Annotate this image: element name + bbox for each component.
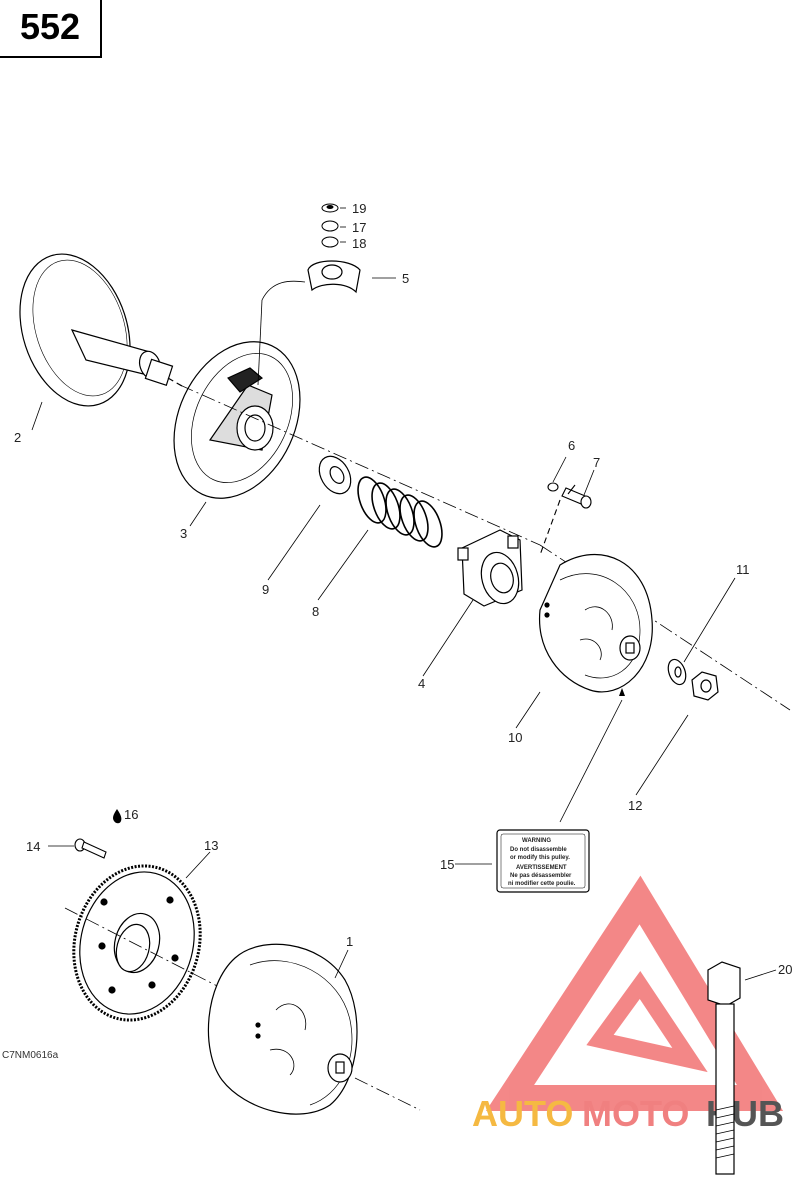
part-14-screw xyxy=(74,838,107,859)
page-number-box: 552 xyxy=(0,0,102,58)
warning-line-5: Ne pas désassembler xyxy=(510,873,572,879)
part-10-sheave-cover xyxy=(538,553,653,693)
part-4-cam xyxy=(457,529,523,607)
part-20-bolt xyxy=(707,961,741,1175)
leader-lines xyxy=(31,207,777,981)
callout-15: 15 xyxy=(440,857,454,872)
warning-line-3: or modify this pulley. xyxy=(510,855,570,861)
callout-11: 11 xyxy=(736,562,750,577)
parts-17-18-19-seals xyxy=(321,203,339,248)
callout-16: 16 xyxy=(124,807,138,822)
parts-6-7-screw xyxy=(539,482,592,556)
part-13-ring-gear xyxy=(72,864,202,1022)
warning-line-4: AVERTISSEMENT xyxy=(516,865,567,871)
watermark-text: AUTO MOTO HUB xyxy=(472,1093,784,1134)
callout-6: 6 xyxy=(568,438,575,453)
callout-4: 4 xyxy=(418,676,425,691)
callout-12: 12 xyxy=(628,798,642,813)
warning-line-1: WARNING xyxy=(522,838,551,844)
callout-9: 9 xyxy=(262,582,269,597)
leader-arrow xyxy=(619,688,625,696)
callout-20: 20 xyxy=(778,962,792,977)
part-1-pulley xyxy=(207,943,358,1115)
gear-axis xyxy=(64,907,226,991)
pulley-axis xyxy=(354,1077,421,1111)
callout-1: 1 xyxy=(346,934,353,949)
watermark-auto: AUTO xyxy=(472,1093,573,1134)
callout-18: 18 xyxy=(352,236,366,251)
assembly-axis xyxy=(179,384,541,546)
page-number: 552 xyxy=(20,6,81,47)
drawing-code: C7NM0616a xyxy=(2,1050,59,1061)
part-3-movable-sheave xyxy=(173,280,306,499)
callout-14: 14 xyxy=(26,839,40,854)
callout-19: 19 xyxy=(352,201,366,216)
callout-3: 3 xyxy=(180,526,187,541)
part-9-washer xyxy=(318,455,352,495)
callout-17: 17 xyxy=(352,220,366,235)
callout-numbers: 19 17 18 5 2 3 9 8 4 6 7 11 10 12 16 13 … xyxy=(14,201,792,977)
part-8-spring xyxy=(357,476,443,548)
callout-13: 13 xyxy=(204,838,218,853)
part-15-warning-label: WARNING Do not disassemble or modify thi… xyxy=(496,829,590,893)
part-5-slider-shoe xyxy=(307,260,361,294)
warning-line-6: ni modifier cette poulie. xyxy=(508,881,576,887)
part-16-loctite-drop-icon xyxy=(113,809,122,824)
watermark-logo xyxy=(485,875,784,1111)
callout-7: 7 xyxy=(593,455,600,470)
callout-8: 8 xyxy=(312,604,319,619)
callout-10: 10 xyxy=(508,730,522,745)
callout-5: 5 xyxy=(402,271,409,286)
part-2-fixed-sheave xyxy=(19,253,183,407)
warning-line-2: Do not disassemble xyxy=(510,847,567,853)
watermark-moto: MOTO xyxy=(582,1093,689,1134)
callout-2: 2 xyxy=(14,430,21,445)
parts-11-12-washer-nut xyxy=(667,658,719,701)
